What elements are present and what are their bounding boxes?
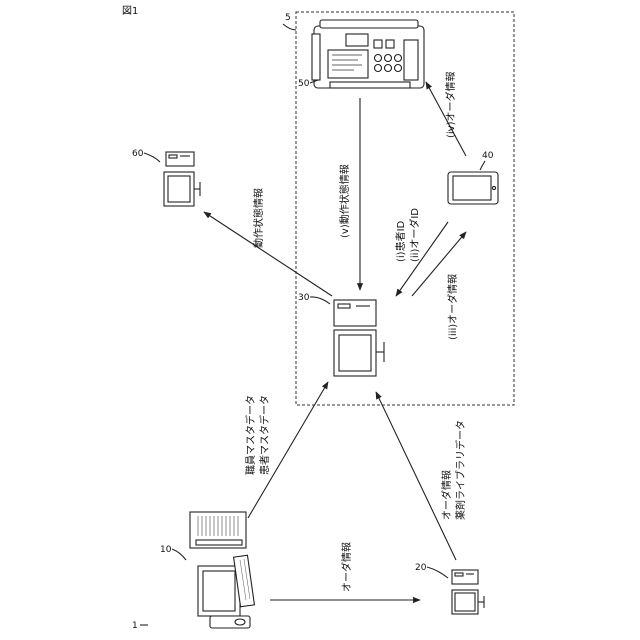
label-staff-master: 職員マスタデータ <box>244 395 257 475</box>
svg-text:1: 1 <box>132 621 138 631</box>
label-patient-master: 患者マスタデータ <box>258 395 271 475</box>
svg-text:10: 10 <box>160 545 172 555</box>
label-order-info-iv: (iv)オーダ情報 <box>444 72 457 139</box>
label-order-info-20-30: オーダ情報 <box>440 470 453 520</box>
label-patient-id: (i)患者ID <box>395 220 407 262</box>
label-drug-library: 薬剤ライブラリデータ <box>454 420 467 520</box>
node-ref-10: 10 <box>160 545 186 560</box>
boundary-ref: 5 <box>283 13 296 30</box>
svg-text:40: 40 <box>482 151 494 161</box>
terminal-60 <box>164 152 200 206</box>
svg-text:5: 5 <box>285 13 291 23</box>
svg-text:30: 30 <box>298 293 310 303</box>
arrow-30-to-60 <box>204 212 332 296</box>
relay-server-30 <box>334 300 384 376</box>
node-ref-20: 20 <box>415 563 448 578</box>
system-ref: 1 <box>132 621 148 631</box>
infusion-pump-50 <box>312 20 424 88</box>
label-order-info-10-20: オーダ情報 <box>340 542 353 592</box>
node-ref-30: 30 <box>298 293 330 304</box>
svg-text:20: 20 <box>415 563 427 573</box>
label-order-info-iii: (iii)オーダ情報 <box>446 274 459 340</box>
management-server-10 <box>190 512 254 628</box>
tablet-40 <box>448 172 498 204</box>
svg-text:50: 50 <box>298 79 310 89</box>
node-ref-40: 40 <box>480 151 494 170</box>
label-order-id: (ii)オーダID <box>408 208 421 262</box>
node-ref-60: 60 <box>132 149 160 162</box>
figure-label: 図1 <box>122 5 138 17</box>
terminal-20 <box>452 570 484 614</box>
label-status-v: (v)動作状態情報 <box>338 164 351 238</box>
label-status-30-60: 動作状態情報 <box>252 188 265 248</box>
svg-text:60: 60 <box>132 149 144 159</box>
